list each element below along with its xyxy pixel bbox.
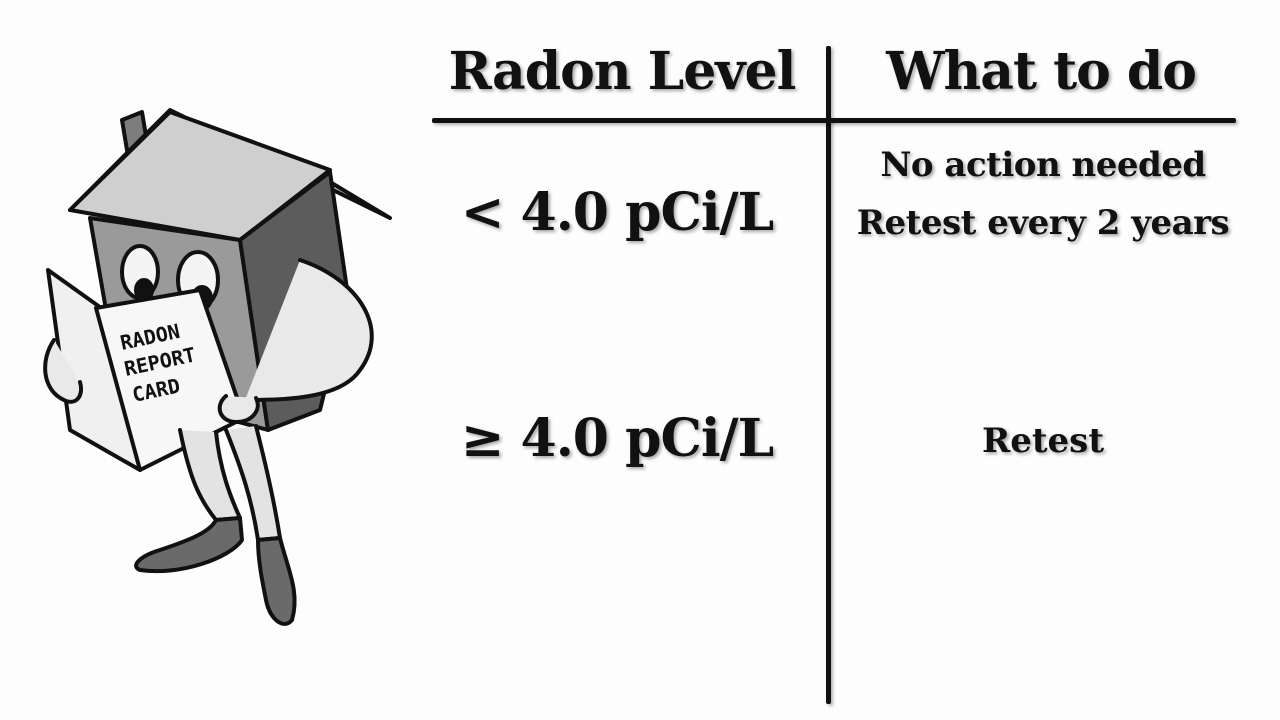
house-mascot-illustration: RADON REPORT CARD — [43, 108, 392, 626]
right-hand — [217, 394, 260, 424]
right-shoe — [256, 536, 297, 626]
row-1-action-line-2: Retest every 2 years — [856, 203, 1230, 243]
table-header-divider — [432, 118, 1236, 123]
row-2-level: ≥ 4.0 pCi/L — [460, 408, 774, 469]
row-1-action-line-1: No action needed — [880, 145, 1206, 185]
row-1-level: < 4.0 pCi/L — [460, 182, 774, 243]
row-2-action: Retest — [981, 421, 1105, 461]
header-radon-level: Radon Level — [448, 41, 797, 102]
left-hand — [43, 338, 83, 404]
left-shoe — [134, 516, 244, 574]
table-vertical-divider — [826, 46, 831, 704]
header-what-to-do: What to do — [886, 41, 1197, 102]
right-arm — [243, 258, 374, 402]
row-1-action: No action needed Retest every 2 years — [838, 136, 1248, 252]
